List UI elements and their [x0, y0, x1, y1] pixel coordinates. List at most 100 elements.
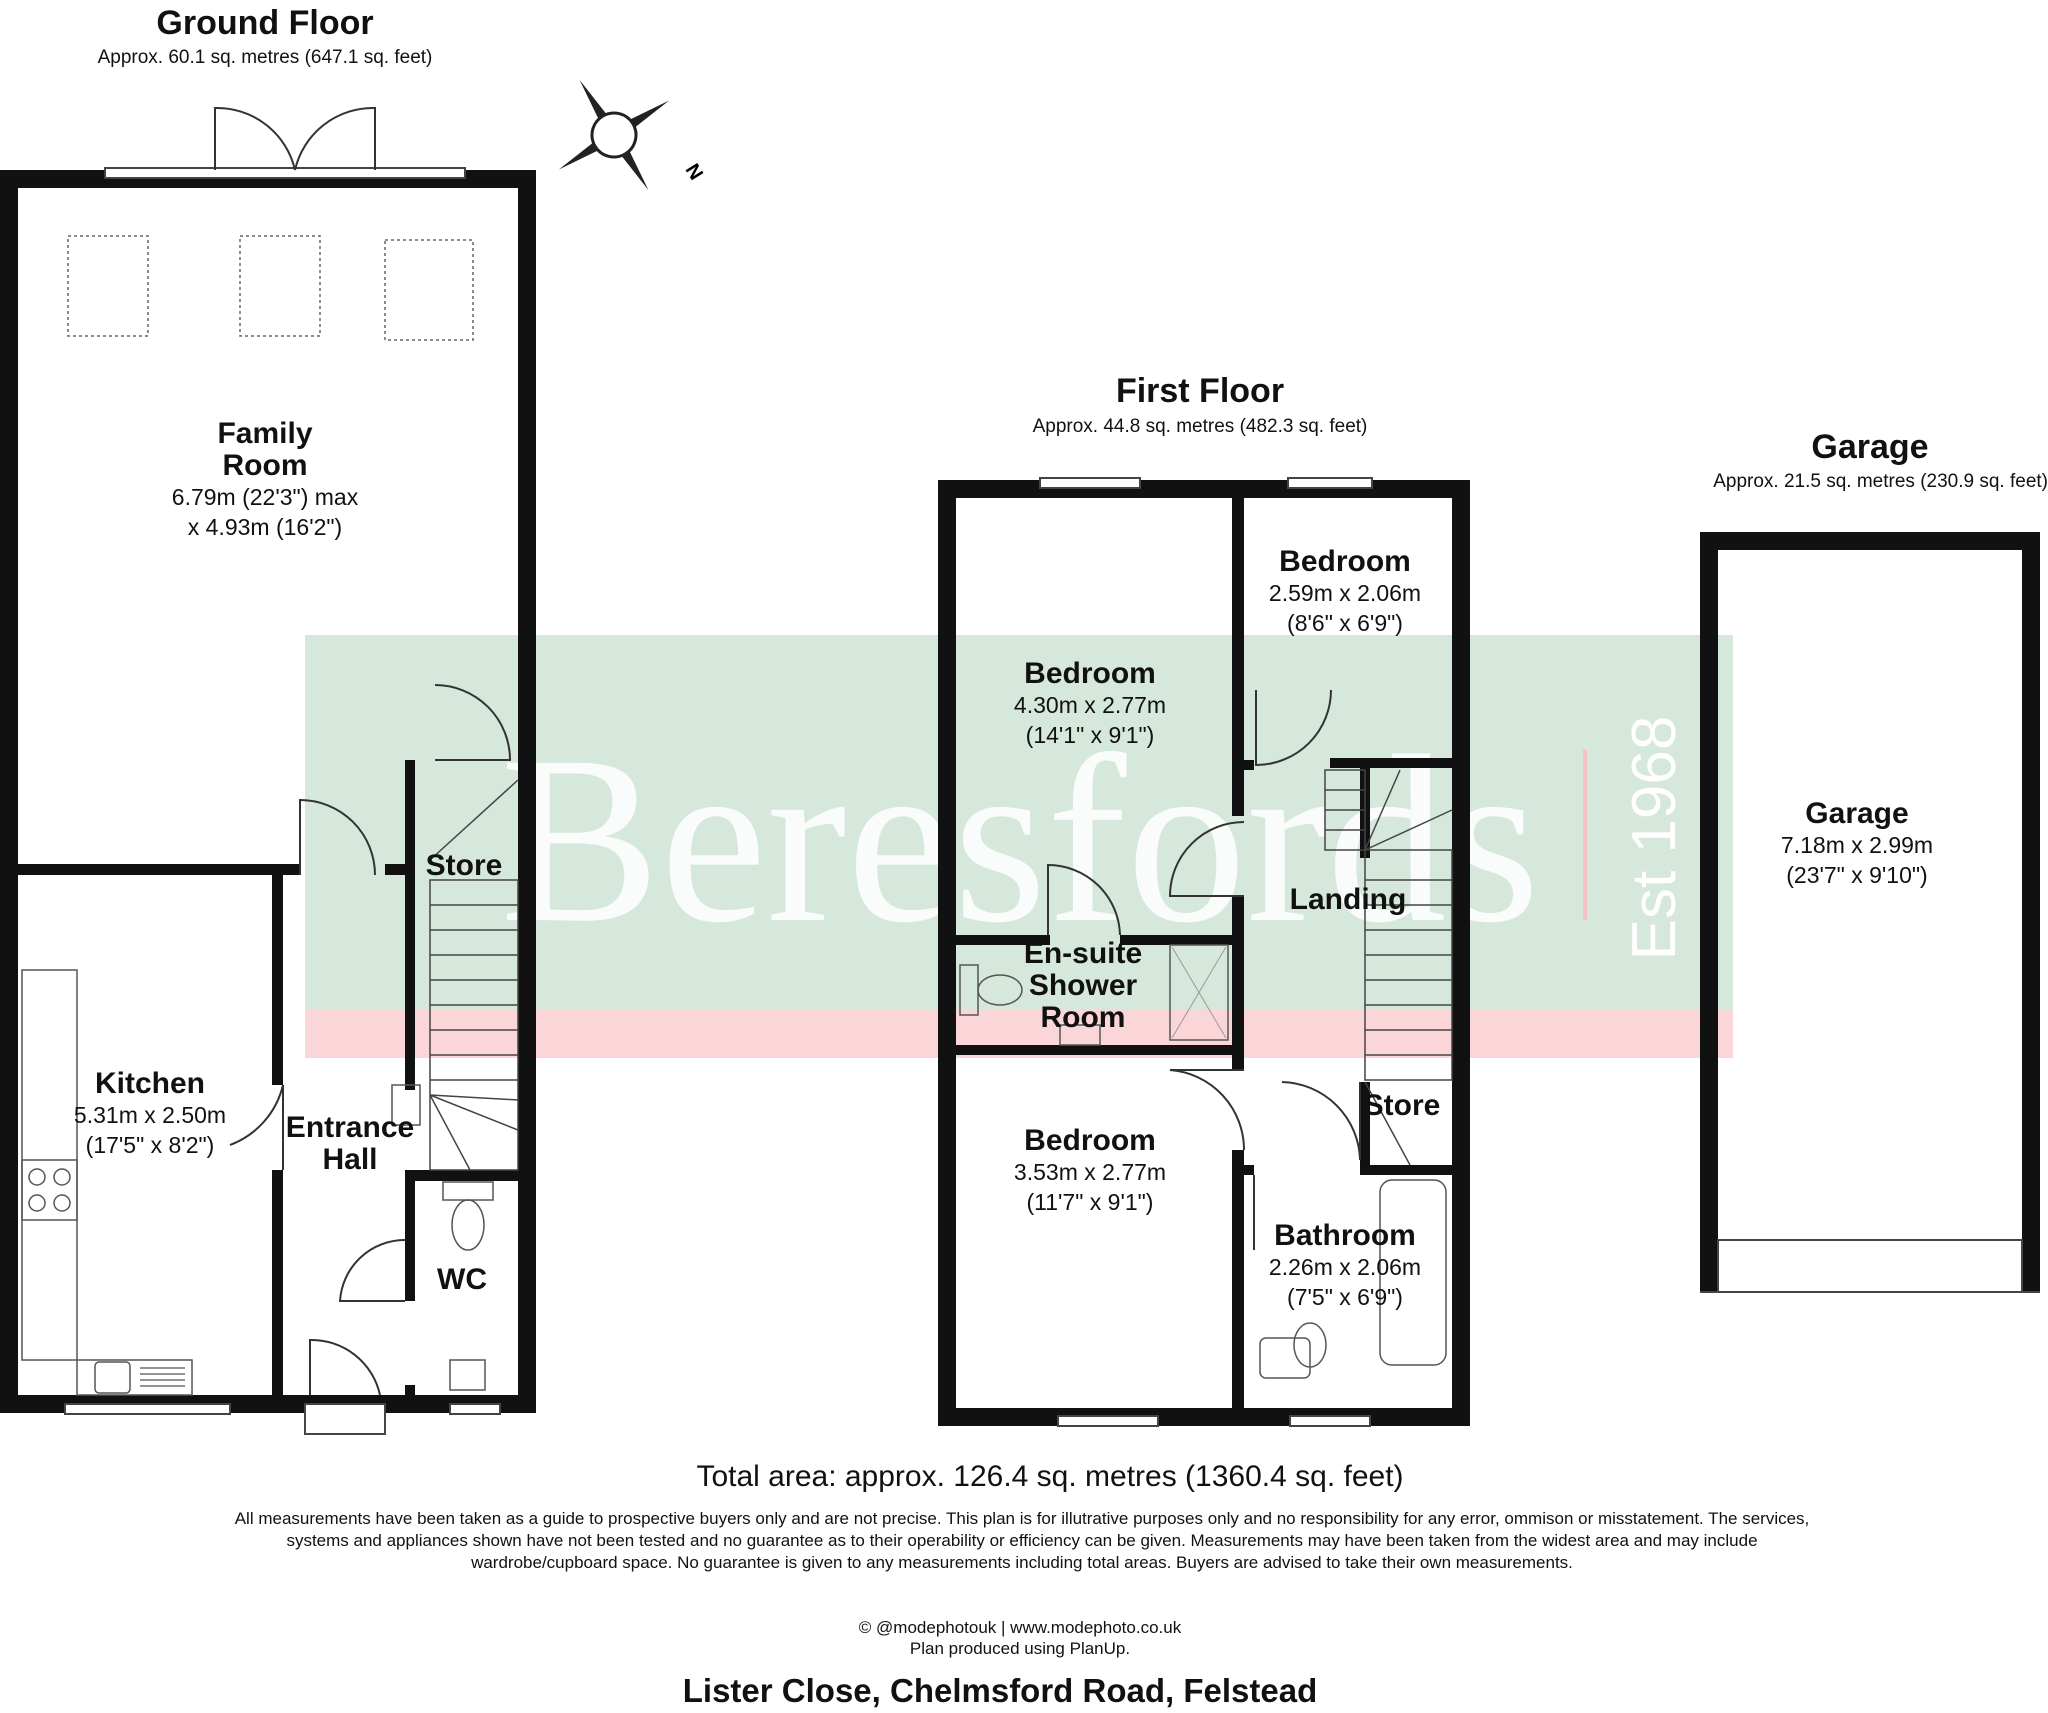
gf-wc-toilet — [451, 1199, 485, 1251]
ff-room-bed2-dims: 2.59m x 2.06m (8'6" x 6'9") — [1268, 580, 1422, 636]
ff-room-landing-name: Landing — [1289, 883, 1407, 916]
gf-hob — [21, 1159, 78, 1221]
ff-wall-west — [938, 480, 956, 1426]
property-address: Lister Close, Chelmsford Road, Felstead — [682, 1672, 1318, 1709]
gf-window-kitchen — [64, 1403, 231, 1415]
gf-room-kitchen: Kitchen 5.31m x 2.50m (17'5" x 8'2") — [74, 1068, 226, 1160]
gf-wc-cistern — [442, 1181, 494, 1201]
ff-door-ensuite — [1047, 863, 1121, 936]
compass-north-label: N — [681, 160, 707, 184]
ff-room-bed1-dims: 4.30m x 2.77m (14'1" x 9'1") — [1013, 692, 1167, 748]
first-floor-area: Approx. 44.8 sq. metres (482.3 sq. feet) — [1032, 416, 1368, 437]
gf-room-kitchen-name: Kitchen — [94, 1067, 206, 1100]
gf-stairs — [429, 779, 519, 1171]
ff-room-bath-name: Bathroom — [1274, 1219, 1416, 1252]
gf-skylight-1 — [67, 235, 149, 337]
garage-room-dims: 7.18m x 2.99m (23'7" x 9'10") — [1780, 832, 1934, 888]
gf-wall-family-kitchen — [18, 864, 300, 875]
gf-french-door-left — [214, 106, 296, 171]
gf-wall-family-store — [385, 864, 415, 875]
gf-window-north — [104, 167, 466, 179]
gf-window-wc — [449, 1403, 501, 1415]
gf-kitchen-sink — [94, 1361, 131, 1394]
ff-wall-ensuite-north-a — [956, 935, 1050, 945]
total-area: Total area: approx. 126.4 sq. metres (13… — [696, 1460, 1404, 1493]
gf-wall-east — [518, 170, 536, 1413]
ff-room-bath-dims: 2.26m x 2.06m (7'5" x 6'9") — [1268, 1254, 1422, 1310]
gf-door-front — [309, 1338, 381, 1396]
first-floor-title: First Floor — [1115, 372, 1285, 410]
gf-room-store-name: Store — [425, 849, 503, 882]
gf-room-family-dims: 6.79m (22'3") max x 4.93m (16'2") — [171, 484, 359, 540]
gf-wc-basin — [449, 1359, 486, 1391]
ff-door-bed3 — [1169, 1069, 1246, 1151]
ff-shower-tray — [1169, 944, 1229, 1041]
ff-ensuite-basin — [1059, 1024, 1101, 1046]
ff-bath-basin — [1259, 1337, 1311, 1379]
gf-drainer — [140, 1367, 185, 1387]
gf-wall-west — [0, 170, 18, 1413]
garage-room: Garage 7.18m x 2.99m (23'7" x 9'10") — [1781, 798, 1933, 890]
ff-room-bed2: Bedroom 2.59m x 2.06m (8'6" x 6'9") — [1269, 546, 1421, 638]
ff-wall-ensuite-north-b — [1120, 935, 1244, 945]
ff-room-bed2-name: Bedroom — [1279, 545, 1411, 578]
gf-room-hall: Entrance Hall — [286, 1112, 414, 1176]
ff-door-bed1 — [1168, 821, 1245, 897]
ff-window-bed2 — [1287, 477, 1373, 489]
ff-room-ensuite: En-suite Shower Room — [1024, 938, 1142, 1034]
ff-room-landing: Landing — [1290, 884, 1407, 916]
gf-room-wc-name: WC — [437, 1263, 487, 1296]
gf-wall-kitchen-east-b — [272, 1170, 283, 1395]
compass — [558, 79, 670, 191]
ff-wall-ensuite-south — [956, 1045, 1244, 1055]
ff-wall-south — [938, 1408, 1470, 1426]
gf-room-family-name: Family Room — [217, 417, 313, 482]
ff-room-bed3-name: Bedroom — [1024, 1124, 1156, 1157]
gf-room-hall-name: Entrance Hall — [285, 1111, 415, 1176]
ff-stairs — [1324, 769, 1453, 1166]
ff-door-store — [1281, 1081, 1361, 1161]
ground-floor-title: Ground Floor — [156, 4, 374, 42]
gf-door-kitchen — [229, 1084, 284, 1146]
gf-worktop-south — [76, 1359, 193, 1396]
credit-line-2: Plan produced using PlanUp. — [909, 1639, 1131, 1658]
ff-room-store: Store — [1364, 1090, 1441, 1122]
ff-wall-bed1-bed2 — [1232, 498, 1244, 816]
ff-wall-north — [938, 480, 1470, 498]
ff-window-bath — [1289, 1415, 1371, 1427]
ff-wall-bath-north — [1360, 1165, 1452, 1175]
gf-wall-wc-west-b — [405, 1385, 415, 1400]
ff-bath-tub — [1379, 1179, 1447, 1366]
gf-wall-wc-west — [405, 1181, 415, 1301]
ff-room-bed1-name: Bedroom — [1024, 657, 1156, 690]
ff-room-bed1: Bedroom 4.30m x 2.77m (14'1" x 9'1") — [1014, 658, 1166, 750]
gf-door-family — [299, 798, 376, 876]
ff-room-ensuite-name: En-suite Shower Room — [1023, 937, 1143, 1034]
gf-skylight-2 — [239, 235, 321, 337]
gf-worktop-west — [21, 969, 78, 1361]
gf-front-step — [304, 1403, 386, 1435]
gf-door-wc — [338, 1238, 406, 1302]
gf-wall-wc-north — [405, 1170, 536, 1181]
ff-room-bath: Bathroom 2.26m x 2.06m (7'5" x 6'9") — [1269, 1220, 1421, 1312]
gf-skylight-3 — [384, 239, 474, 341]
watermark-est: Est 1968 — [1620, 716, 1689, 961]
gf-room-store: Store — [426, 850, 503, 882]
ff-wall-bed1-landing — [1232, 896, 1244, 1046]
ff-wall-bed3-bath — [1232, 1150, 1244, 1408]
ff-room-store-name: Store — [1363, 1089, 1441, 1122]
ff-ensuite-toilet — [977, 974, 1023, 1006]
gf-room-family: Family Room 6.79m (22'3") max x 4.93m (1… — [172, 418, 358, 542]
garage-wall-north — [1700, 532, 2040, 550]
garage-title: Garage — [1811, 428, 1929, 466]
garage-wall-west — [1700, 532, 1718, 1292]
ff-room-bed3-dims: 3.53m x 2.77m (11'7" x 9'1") — [1013, 1159, 1167, 1215]
credit-line-1: © @modephotouk | www.modephoto.co.uk — [858, 1618, 1182, 1637]
ff-room-bed3: Bedroom 3.53m x 2.77m (11'7" x 9'1") — [1014, 1125, 1166, 1217]
gf-hall-unit — [391, 1084, 421, 1126]
garage-door — [1717, 1239, 2023, 1293]
gf-room-wc: WC — [437, 1264, 487, 1296]
watermark-green-band — [305, 635, 1733, 1010]
ff-wall-east — [1452, 480, 1470, 1426]
ground-floor-area: Approx. 60.1 sq. metres (647.1 sq. feet) — [97, 47, 433, 68]
